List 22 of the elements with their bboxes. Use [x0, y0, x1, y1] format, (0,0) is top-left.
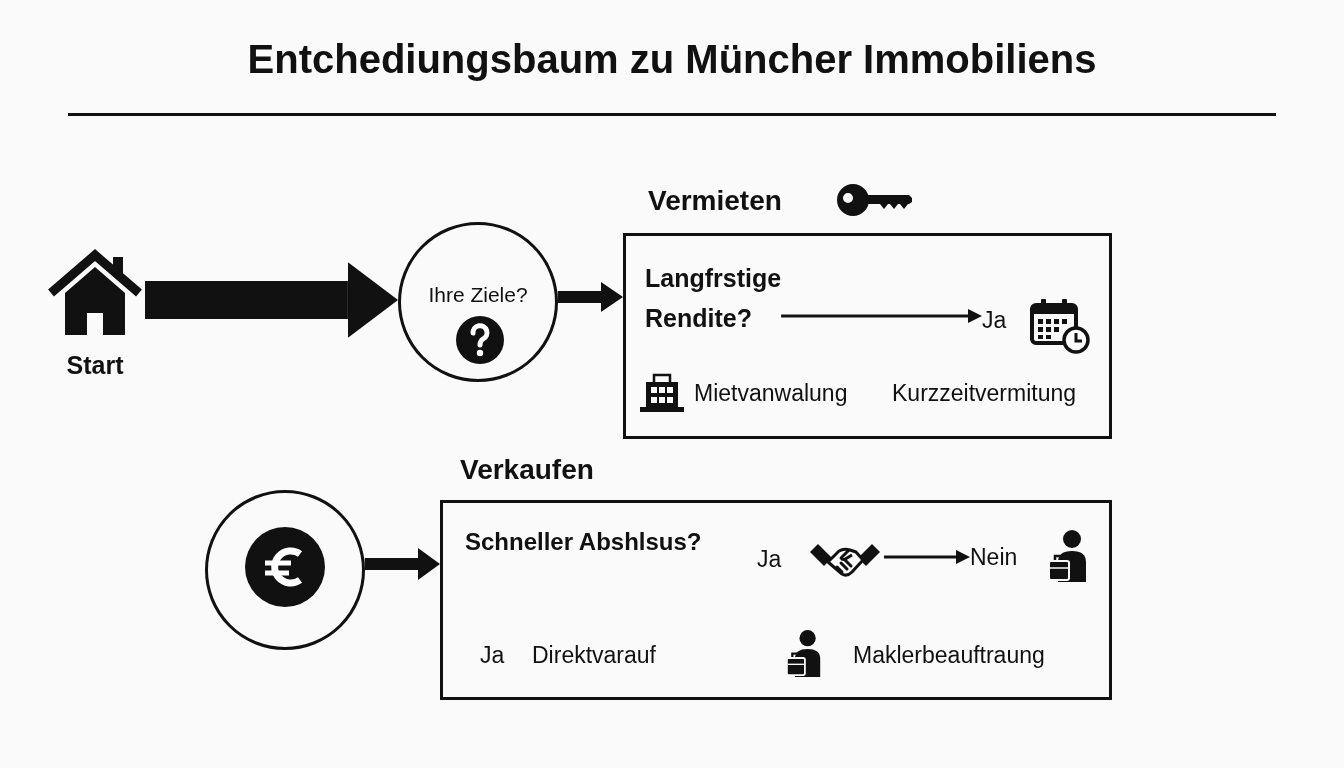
- option-text: Direktvarauf: [532, 642, 656, 669]
- answer-text: Ja: [480, 642, 505, 669]
- question-text: Schneller Abshlsus?: [465, 528, 702, 556]
- arrow: [884, 550, 970, 564]
- process-circle: [205, 490, 365, 650]
- answer-text: Ja: [757, 546, 782, 573]
- option-text: Kurzzeitvermitung: [892, 380, 1077, 407]
- option-text: Mietvanwalung: [694, 380, 848, 407]
- question-text: Ihre Ziele?: [428, 283, 528, 308]
- answer-text: Nein: [970, 544, 1018, 571]
- answer-text: Ja: [982, 307, 1007, 334]
- arrow: [557, 282, 623, 312]
- decision-circle: [398, 222, 558, 382]
- arrow: [781, 309, 982, 323]
- title: Entchediungsbaum zu Müncher Immobiliens: [247, 36, 1097, 82]
- arrow: [364, 548, 440, 580]
- group-title: Verkaufen: [460, 454, 594, 487]
- caption-text: Start: [66, 351, 124, 380]
- option-text: Maklerbeauftraung: [853, 642, 1045, 669]
- group-title: Vermieten: [648, 185, 782, 218]
- arrow: [145, 262, 398, 338]
- question-text: Langfrstige Rendite?: [645, 258, 782, 338]
